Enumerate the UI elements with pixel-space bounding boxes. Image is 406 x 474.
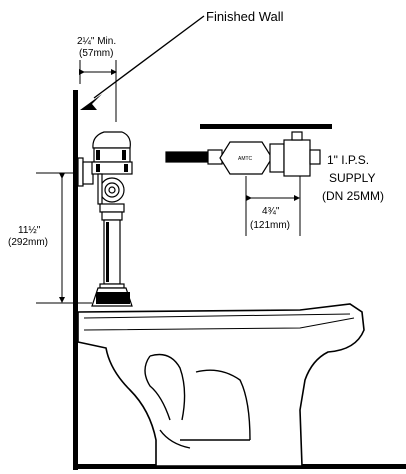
mounting-plate xyxy=(200,124,332,129)
min-offset-mm-label: (57mm) xyxy=(79,48,113,59)
height-mm-label: (292mm) xyxy=(8,237,48,248)
finished-wall-label: Finished Wall xyxy=(206,9,284,24)
height-label: 11½" xyxy=(18,225,41,236)
valve-brand-label: AMTC xyxy=(238,156,253,162)
min-offset-label: 2¼" Min. xyxy=(77,35,116,47)
toilet-trapway xyxy=(144,353,251,449)
valve-width-label: 4¾" xyxy=(262,206,280,217)
valve-width-mm-label: (121mm) xyxy=(250,220,290,231)
supply-size-label: 1" I.P.S. xyxy=(327,153,369,167)
supply-dn-label: (DN 25MM) xyxy=(322,189,384,203)
valve-top-view xyxy=(165,131,321,177)
finished-wall-arrow xyxy=(80,94,102,110)
finished-wall-leader xyxy=(93,15,205,99)
valve-shading xyxy=(96,150,130,304)
supply-label: SUPPLY xyxy=(329,171,375,185)
finished-wall xyxy=(73,90,78,470)
toilet-bowl xyxy=(77,303,365,467)
